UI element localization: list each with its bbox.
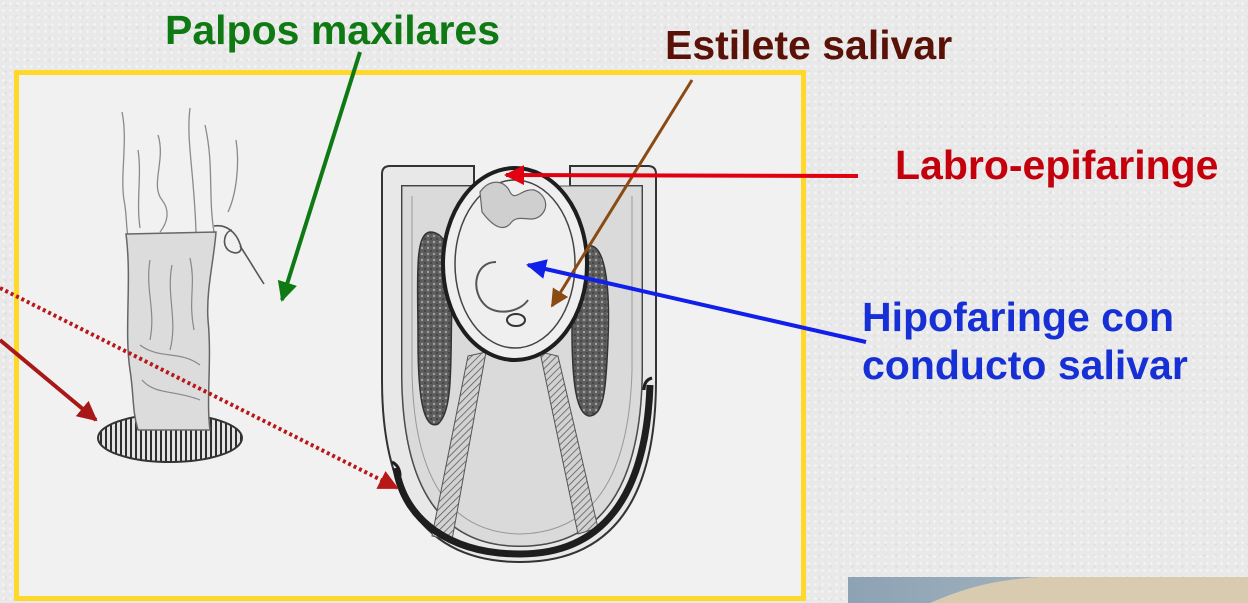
maxillary-palps-sketch — [122, 108, 238, 236]
corner-photo — [848, 577, 1248, 603]
label-labro-epifaringe: Labro-epifaringe — [895, 145, 1218, 186]
arrow-palpos-maxilares — [282, 52, 360, 300]
label-hipofaringe-line1: Hipofaringe con — [862, 297, 1174, 338]
palp-joint — [214, 226, 264, 284]
label-hipofaringe-line2: conducto salivar — [862, 345, 1188, 386]
label-palpos-maxilares: Palpos maxilares — [165, 10, 500, 51]
arrow-labella — [0, 340, 96, 420]
proboscis-cross-section — [382, 166, 656, 562]
arrow-labro-epifaringe — [506, 175, 858, 176]
label-estilete-salivar: Estilete salivar — [665, 25, 952, 66]
labium-sheath — [126, 232, 216, 430]
